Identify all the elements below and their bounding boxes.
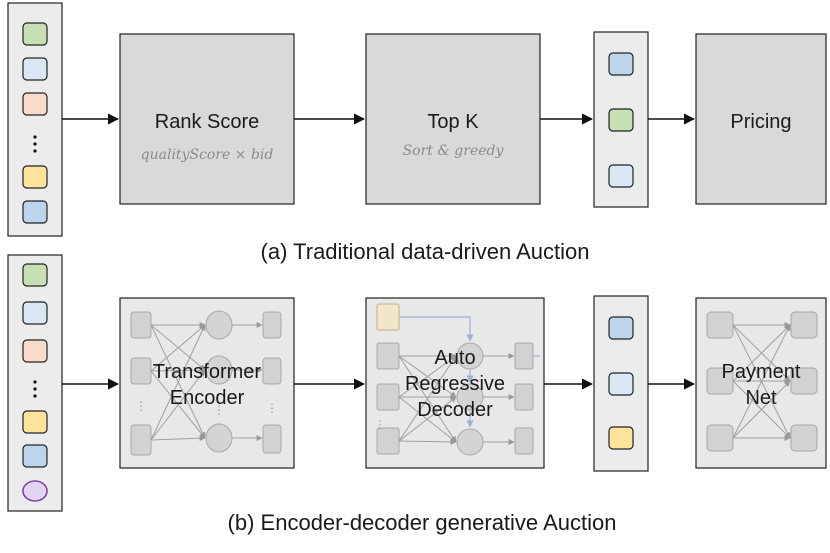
auto-regressive-decoder-box: ⋮ Auto Regressive Decoder xyxy=(365,297,545,469)
ellipsis-dot xyxy=(33,380,37,384)
caption-b: (b) Encoder-decoder generative Auction xyxy=(228,510,617,535)
ellipsis-dot xyxy=(33,387,37,391)
svg-text:⋮: ⋮ xyxy=(135,399,147,413)
ellipsis-dot xyxy=(33,394,37,398)
ad-item xyxy=(608,426,634,450)
ad-item xyxy=(22,410,48,434)
ellipsis-dot xyxy=(33,142,37,146)
decoder-title-line1: Auto xyxy=(434,347,475,369)
ad-item xyxy=(22,339,48,363)
top-output-column xyxy=(593,31,649,208)
ad-item xyxy=(608,372,634,396)
bottom-input-column xyxy=(7,254,63,512)
ad-item xyxy=(22,165,48,189)
ad-item xyxy=(22,22,48,46)
ad-item xyxy=(22,57,48,81)
pricing-title: Pricing xyxy=(730,111,791,133)
transformer-network-illustration: ⋮ ⋮ ⋮ xyxy=(130,310,282,456)
caption-a: (a) Traditional data-driven Auction xyxy=(261,239,590,264)
rank-score-title: Rank Score xyxy=(155,111,260,133)
ad-item xyxy=(22,263,48,287)
query-token xyxy=(22,480,48,502)
ad-item xyxy=(22,200,48,224)
ad-item xyxy=(608,316,634,340)
svg-text:⋮: ⋮ xyxy=(266,401,278,415)
decoder-title-line3: Decoder xyxy=(417,399,493,421)
svg-text:⋮: ⋮ xyxy=(375,418,386,431)
top-k-box: Top K Sort & greedy xyxy=(365,33,541,205)
payment-title-line1: Payment xyxy=(722,361,801,383)
ad-item xyxy=(608,108,634,132)
transformer-encoder-box: ⋮ ⋮ ⋮ Transformer Encoder xyxy=(119,297,295,469)
decoder-title-line2: Regressive xyxy=(405,373,505,395)
payment-title-line2: Net xyxy=(745,387,777,409)
bottom-output-column xyxy=(593,295,649,472)
ad-item xyxy=(608,164,634,188)
svg-text:⋮: ⋮ xyxy=(213,403,225,417)
transformer-title-line2: Encoder xyxy=(170,387,245,409)
payment-network-illustration xyxy=(706,311,818,452)
pricing-box: Pricing xyxy=(695,33,827,205)
ad-item xyxy=(22,92,48,116)
transformer-title-line1: Transformer xyxy=(153,361,262,383)
ad-item xyxy=(22,444,48,468)
top-k-title: Top K xyxy=(427,111,479,133)
payment-net-box: Payment Net xyxy=(695,297,827,469)
rank-score-box: Rank Score qualityScore × bid xyxy=(119,33,295,205)
top-input-column xyxy=(7,2,63,237)
top-k-subtitle: Sort & greedy xyxy=(403,143,505,159)
ellipsis-dot xyxy=(33,149,37,153)
ad-item xyxy=(22,301,48,325)
decoder-network-illustration: ⋮ xyxy=(375,303,540,456)
ad-item xyxy=(608,52,634,76)
rank-score-formula: qualityScore × bid xyxy=(141,147,274,163)
ellipsis-dot xyxy=(33,135,37,139)
